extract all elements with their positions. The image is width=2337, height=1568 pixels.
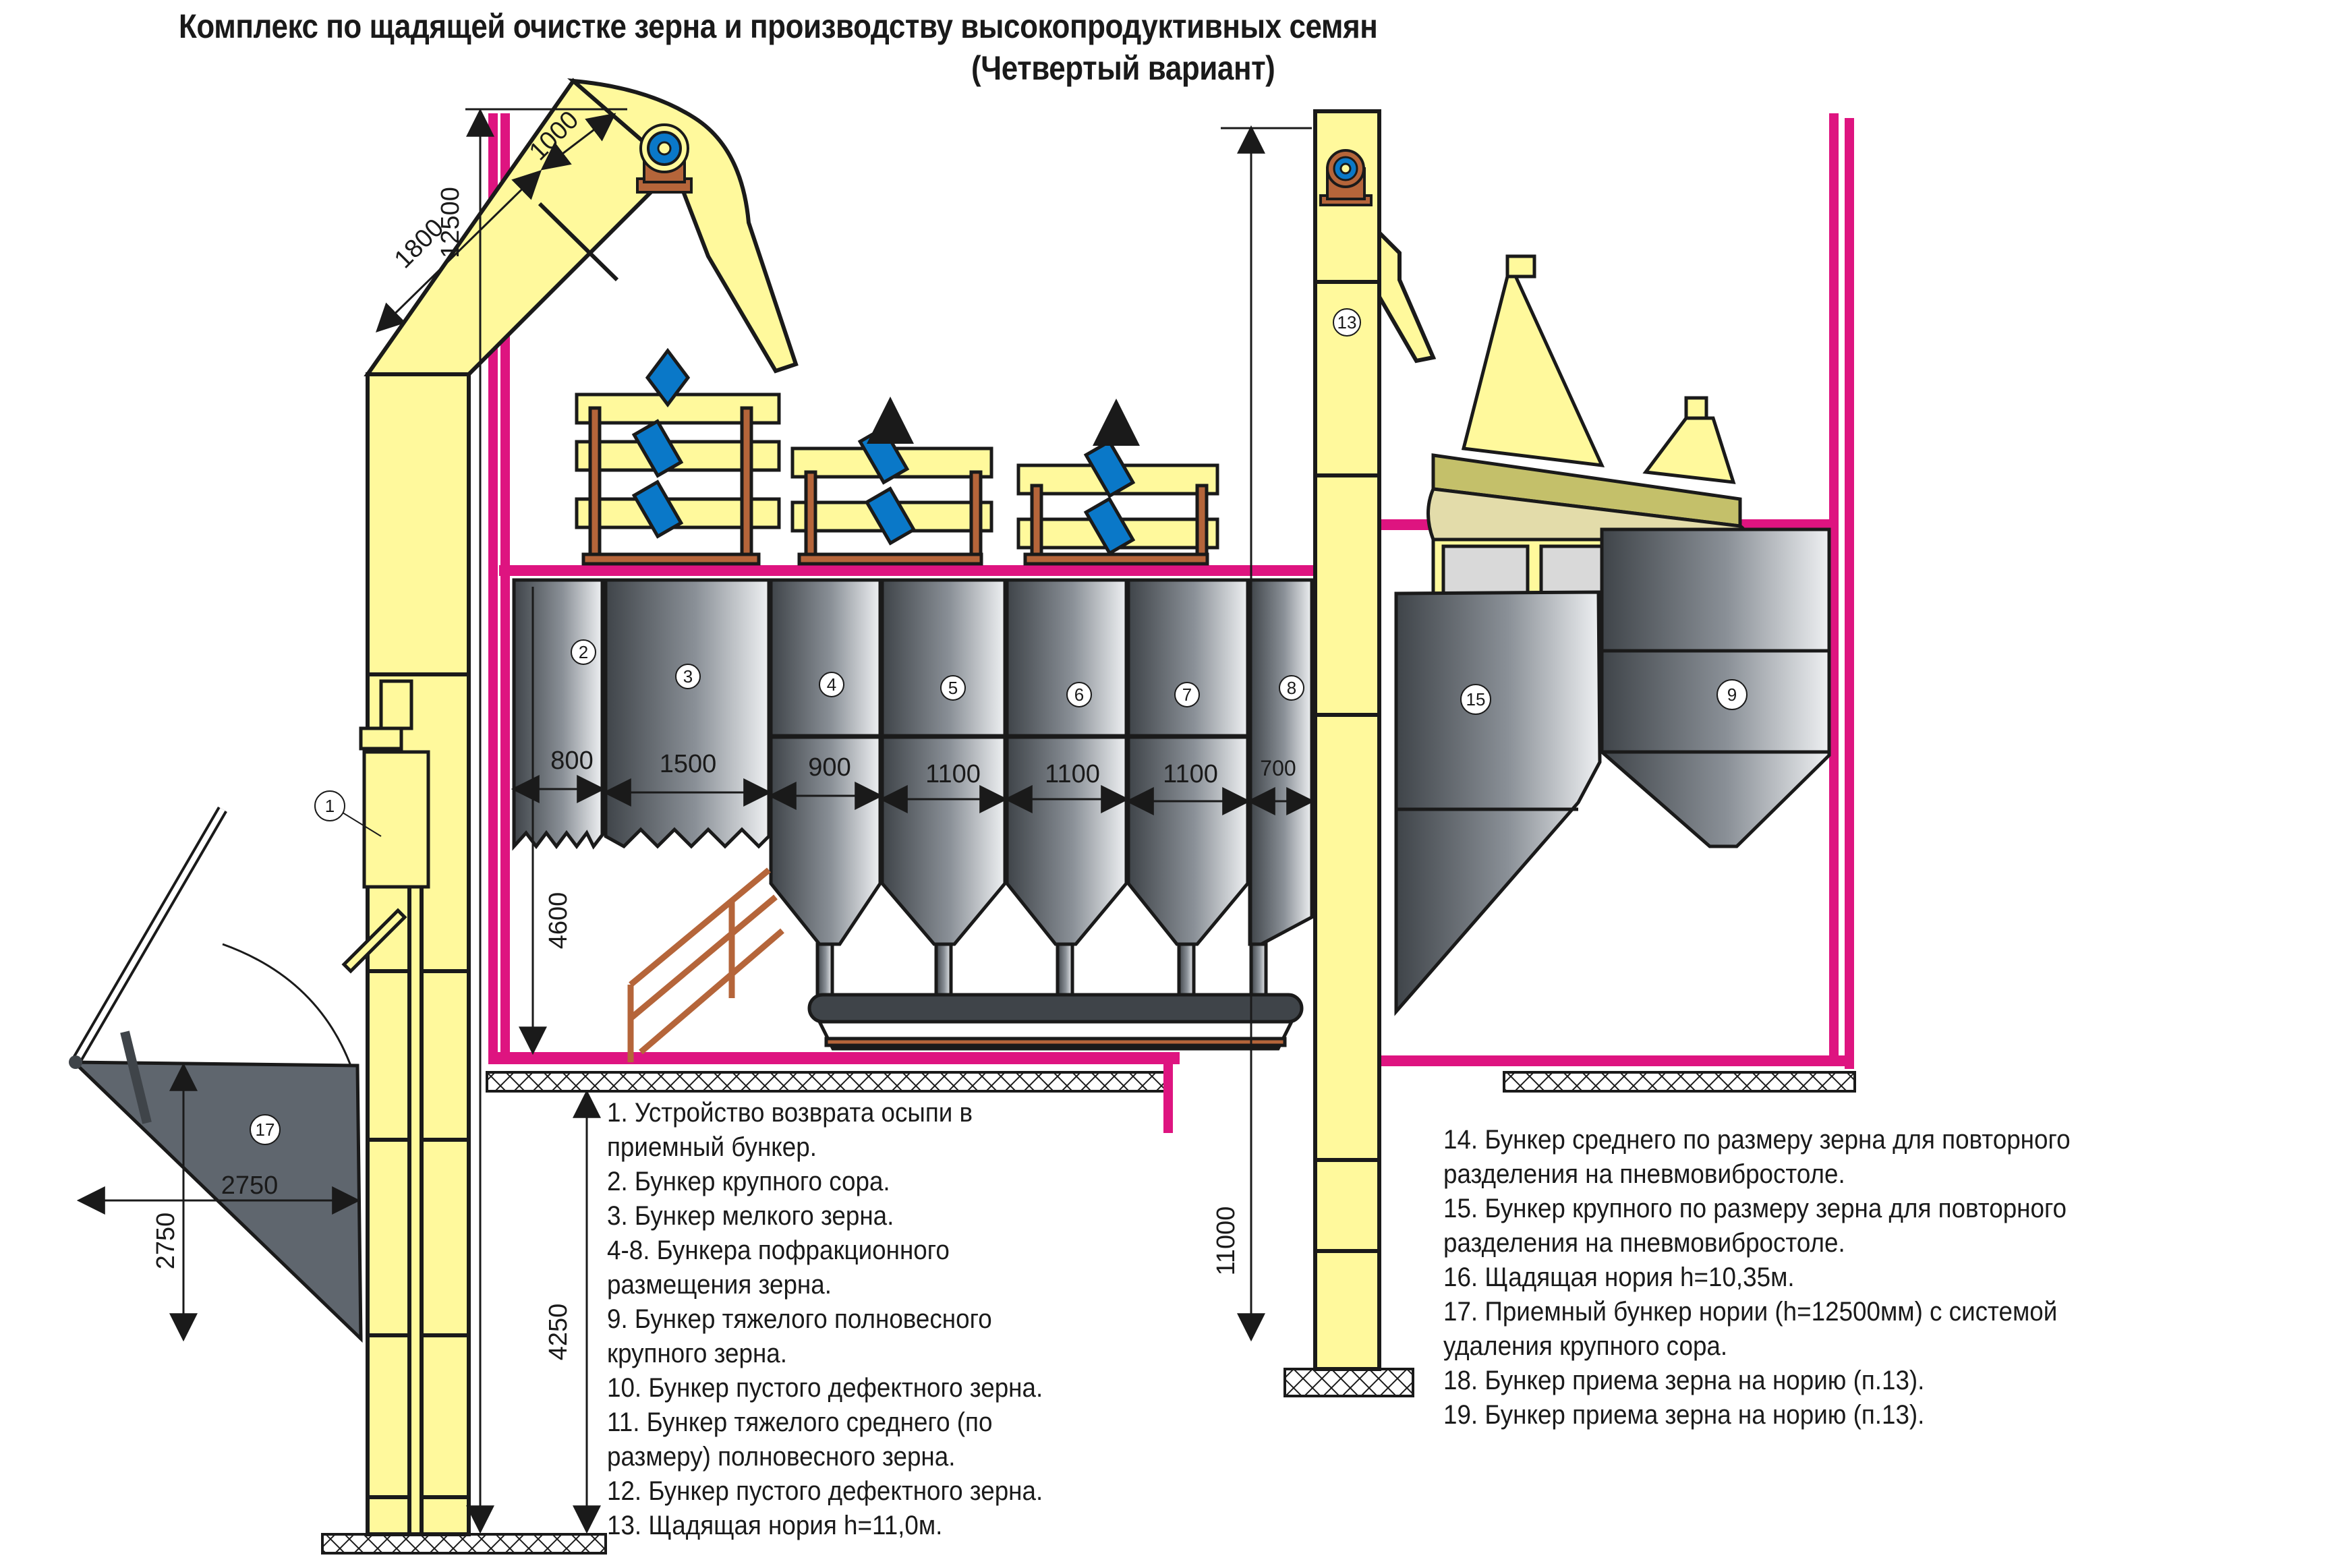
- dim-hopper-height: 2750: [152, 1213, 180, 1270]
- legend-line: 2. Бункер крупного сора.: [607, 1167, 890, 1196]
- legend-line: 17. Приемный бункер нории (h=12500мм) с …: [1443, 1297, 2058, 1327]
- ground-slab-elevator13: [1283, 1368, 1414, 1397]
- bins-row: [512, 578, 1314, 1004]
- legend-line: удаления крупного сора.: [1443, 1331, 1728, 1361]
- callout-17: 17: [250, 1114, 281, 1145]
- bin-15: [1394, 590, 1602, 1016]
- dim-pit-depth: 4250: [544, 1304, 573, 1361]
- dim-bin5-width: 1100: [925, 760, 981, 788]
- dim-bin2-width: 800: [550, 747, 593, 775]
- dim-bin8-width: 700: [1260, 756, 1296, 780]
- callout-8: 8: [1279, 675, 1304, 701]
- dim-right-elevator-height: 11000: [1212, 1207, 1240, 1276]
- legend-line: 3. Бункер мелкого зерна.: [607, 1201, 894, 1231]
- legend-left: 1. Устройство возврата осыпи в приемный б…: [607, 1096, 1043, 1543]
- ground-slab-left: [321, 1533, 607, 1555]
- diagram-title: Комплекс по щадящей очистке зерна и прои…: [179, 7, 1378, 45]
- legend-line: 16. Щадящая нория h=10,35м.: [1443, 1262, 1795, 1292]
- belt-conveyor: [807, 993, 1304, 1051]
- legend-line: крупного зерна.: [607, 1339, 787, 1368]
- dim-hopper-width: 2750: [221, 1171, 279, 1200]
- service-stairs: [627, 867, 784, 1062]
- right-elevator-motor: [1319, 149, 1373, 206]
- bin-5: [880, 578, 1007, 946]
- svg-text:15: 15: [1466, 689, 1486, 709]
- legend-line: 18. Бункер приема зерна на норию (п.13).: [1443, 1366, 1925, 1395]
- svg-text:6: 6: [1074, 685, 1084, 705]
- svg-text:1: 1: [325, 796, 335, 816]
- legend-line: 19. Бункер приема зерна на норию (п.13).: [1443, 1400, 1925, 1430]
- ground-slab-right: [1503, 1071, 1856, 1093]
- bin-2: [512, 578, 604, 851]
- legend-line: 10. Бункер пустого дефектного зерна.: [607, 1373, 1043, 1403]
- svg-text:7: 7: [1182, 685, 1192, 705]
- legend-line: 4-8. Бункера пофракционного: [607, 1236, 950, 1265]
- svg-text:4: 4: [827, 674, 836, 695]
- bin-3: [604, 578, 771, 849]
- callout-4: 4: [819, 672, 844, 697]
- bin-9: [1600, 527, 1831, 848]
- dim-bin3-width: 1500: [660, 750, 717, 778]
- dim-bin4-width: 900: [808, 753, 850, 782]
- legend-line: размеру) полновесного зерна.: [607, 1442, 956, 1472]
- legend-line: 13. Щадящая нория h=11,0м.: [607, 1511, 943, 1540]
- separator-2: [790, 397, 993, 566]
- legend-line: 15. Бункер крупного по размеру зерна для…: [1443, 1194, 2067, 1223]
- separator-3: [1016, 399, 1219, 566]
- legend-line: разделения на пневмовибростоле.: [1443, 1159, 1845, 1189]
- bin-4: [769, 578, 882, 946]
- dim-elevator-height: 12500: [436, 187, 465, 258]
- callout-1: 1: [314, 790, 382, 837]
- svg-text:2: 2: [579, 642, 588, 662]
- legend-right: 14. Бункер среднего по размеру зерна для…: [1443, 1123, 2071, 1432]
- dimension-lines: [76, 108, 1315, 1534]
- grain-return-device: [341, 679, 430, 974]
- bin-6: [1005, 578, 1128, 946]
- svg-text:9: 9: [1727, 685, 1737, 705]
- legend-line: 11. Бункер тяжелого среднего (по: [607, 1407, 993, 1437]
- legend-line: размещения зерна.: [607, 1270, 832, 1300]
- svg-text:17: 17: [256, 1120, 275, 1140]
- svg-text:8: 8: [1287, 678, 1296, 698]
- svg-text:5: 5: [948, 678, 958, 698]
- ground-slab-middle: [486, 1071, 1173, 1093]
- receiving-hopper-17: [69, 806, 363, 1343]
- diagram-subtitle: (Четвертый вариант): [971, 49, 1275, 87]
- svg-text:13: 13: [1337, 312, 1357, 332]
- callout-5: 5: [940, 675, 966, 701]
- callout-3: 3: [675, 664, 701, 689]
- callout-6: 6: [1066, 682, 1092, 707]
- callout-2: 2: [571, 639, 596, 665]
- svg-text:3: 3: [683, 666, 693, 687]
- callout-9: 9: [1716, 679, 1748, 710]
- left-elevator-motor: [636, 123, 693, 194]
- legend-line: 1. Устройство возврата осыпи в: [607, 1098, 973, 1128]
- legend-line: разделения на пневмовибростоле.: [1443, 1228, 1845, 1258]
- callout-13: 13: [1333, 308, 1361, 337]
- legend-line: приемный бункер.: [607, 1132, 817, 1162]
- legend-line: 12. Бункер пустого дефектного зерна.: [607, 1476, 1043, 1506]
- legend-line: 14. Бункер среднего по размеру зерна для…: [1443, 1125, 2071, 1155]
- callout-7: 7: [1174, 682, 1200, 707]
- dim-bin7-width: 1100: [1163, 760, 1218, 788]
- callout-15: 15: [1460, 684, 1491, 715]
- dim-bin6-width: 1100: [1045, 760, 1100, 788]
- separator-1: [575, 347, 781, 566]
- legend-line: 9. Бункер тяжелого полновесного: [607, 1304, 992, 1334]
- dim-floor-height: 4600: [544, 892, 573, 950]
